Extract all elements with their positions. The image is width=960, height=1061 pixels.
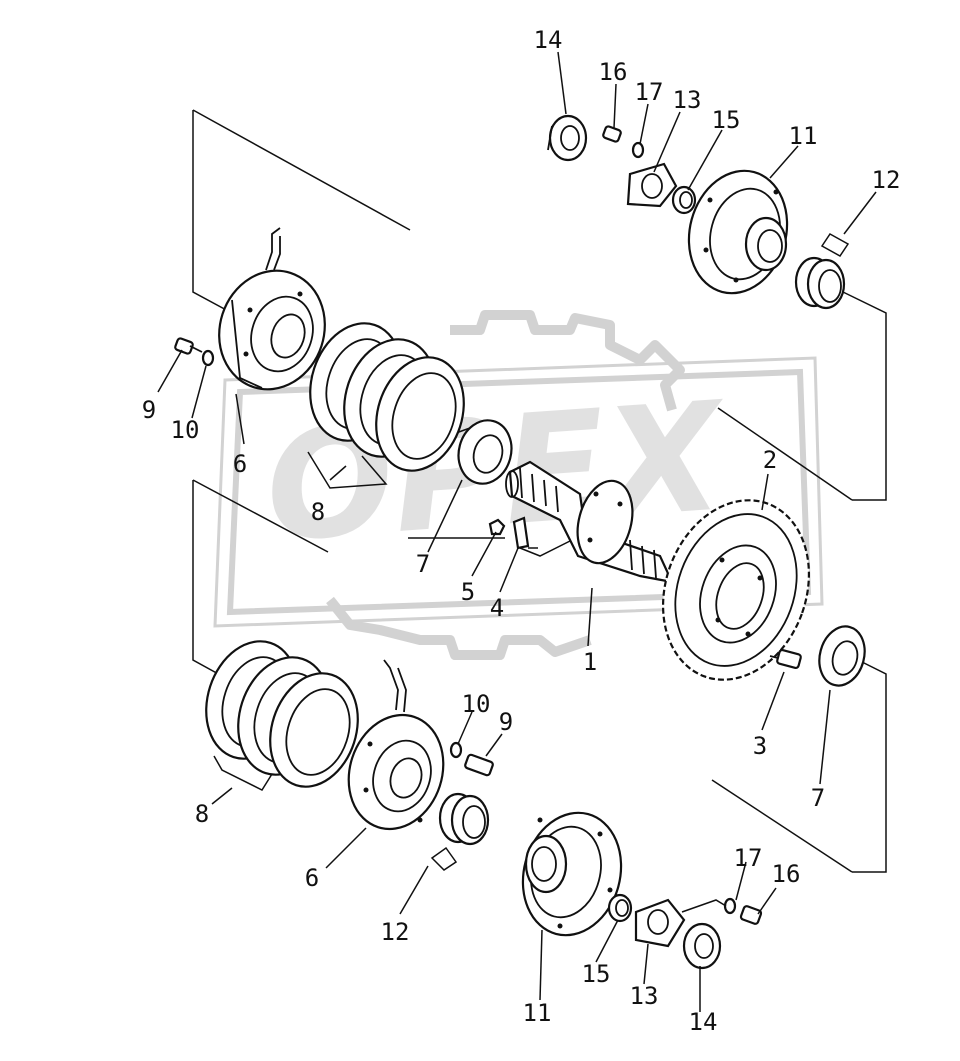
part-16-bolt-upper <box>602 125 622 143</box>
part-10-washer-upper <box>201 349 215 367</box>
part-12-seal-ring-lower <box>438 792 490 846</box>
part-15-ring-lower <box>607 893 633 923</box>
part-15-ring-upper <box>671 185 697 215</box>
callout-13: 13 <box>673 86 702 114</box>
part-6-housing-lower <box>347 659 445 831</box>
part-10-washer-lower <box>449 741 463 759</box>
part-17-washer-lower <box>723 897 737 915</box>
part-13-gasket-lower <box>634 898 686 948</box>
part-11-carrier-lower <box>521 811 623 937</box>
callout-10b: 10 <box>462 690 491 718</box>
callout-17b: 17 <box>734 844 763 872</box>
part-14-seal-lower <box>682 922 722 970</box>
callout-15b: 15 <box>582 960 611 988</box>
callout-16b: 16 <box>772 860 801 888</box>
callout-10: 10 <box>171 416 200 444</box>
callout-17: 17 <box>635 78 664 106</box>
callout-14b: 14 <box>689 1008 718 1036</box>
callout-14: 14 <box>534 26 563 54</box>
part-4-lock-plate <box>512 516 530 550</box>
callout-7: 7 <box>416 550 430 578</box>
callout-9: 9 <box>142 396 156 424</box>
part-7-bearing-lower <box>818 625 866 687</box>
callout-12: 12 <box>872 166 901 194</box>
callout-4: 4 <box>490 594 504 622</box>
callout-5: 5 <box>461 578 475 606</box>
part-13-gasket-upper <box>626 162 678 208</box>
callout-11b: 11 <box>523 999 552 1027</box>
part-9-bolt-upper <box>174 337 203 355</box>
part-7-bearing-upper <box>457 419 513 485</box>
part-9-bolt-lower <box>464 753 494 777</box>
part-17-washer-upper <box>631 141 645 159</box>
callout-16: 16 <box>599 58 628 86</box>
callout-6b: 6 <box>305 864 319 892</box>
part-6-housing-upper <box>218 227 326 391</box>
callout-12b: 12 <box>381 918 410 946</box>
callout-7b: 7 <box>811 784 825 812</box>
part-2-bevel-gear <box>661 499 811 681</box>
callout-15: 15 <box>712 106 741 134</box>
part-3-bolt <box>769 648 802 670</box>
part-8-discs-lower <box>205 640 359 788</box>
callout-6: 6 <box>233 450 247 478</box>
part-8-discs-upper <box>309 322 465 472</box>
callout-8b: 8 <box>195 800 209 828</box>
callout-1: 1 <box>583 648 597 676</box>
callout-3: 3 <box>753 732 767 760</box>
callout-labels: 14 16 17 13 15 11 12 9 10 6 8 7 5 4 1 2 … <box>142 26 901 1036</box>
part-5-nut <box>488 518 506 536</box>
callout-11: 11 <box>789 122 818 150</box>
part-12-seal-ring-upper <box>794 256 846 310</box>
callout-13b: 13 <box>630 982 659 1010</box>
part-16-bolt-lower <box>739 905 763 925</box>
callout-8: 8 <box>311 498 325 526</box>
leader-lines <box>157 51 877 1012</box>
callout-2: 2 <box>763 446 777 474</box>
callout-9b: 9 <box>499 708 513 736</box>
part-14-seal-upper <box>547 114 588 162</box>
part-11-carrier-upper <box>687 169 789 295</box>
